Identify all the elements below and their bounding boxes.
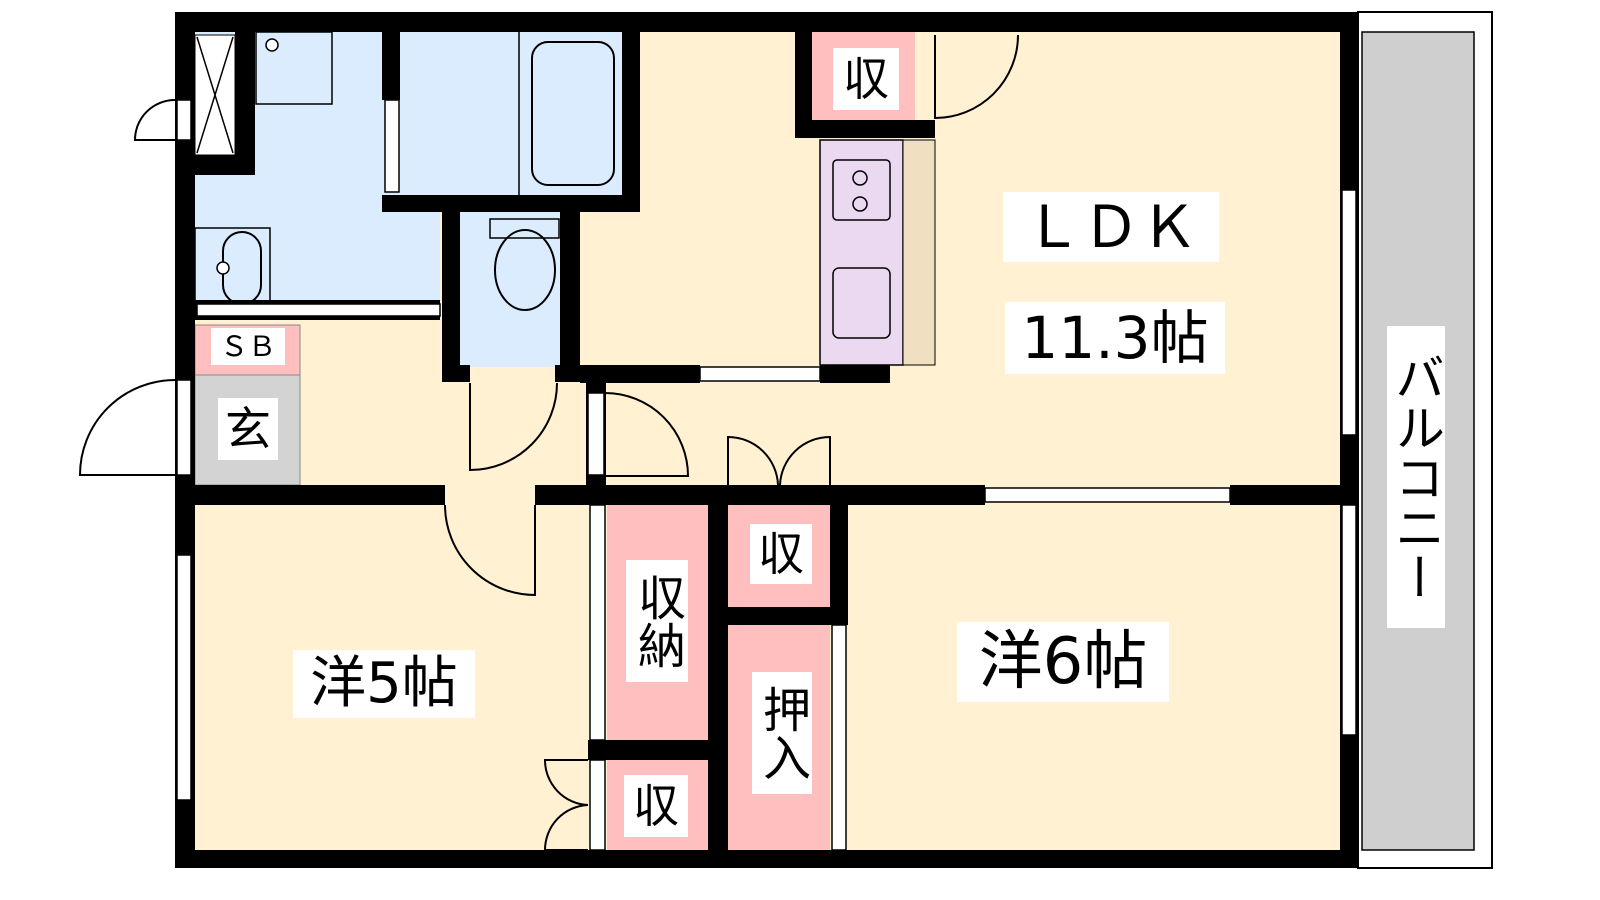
duct-cross-icon (196, 36, 234, 154)
burner-icon (852, 196, 868, 212)
room-size-ldk: 11.3帖 (1005, 302, 1225, 374)
shoe-box-label: ＳＢ (211, 328, 285, 365)
duct-box (194, 34, 236, 156)
storage-small-label: 収 (624, 775, 688, 837)
room-label-western-5: 洋5帖 (293, 650, 475, 718)
burner-icon (852, 170, 868, 186)
toilet-tank (489, 218, 560, 239)
drain-icon (265, 38, 279, 52)
oshiire-label: 押入 (752, 672, 812, 794)
entrance-label: 玄 (218, 398, 278, 460)
bathroom-floor (400, 32, 622, 195)
toilet-icon (494, 229, 556, 311)
kitchen-sink-icon (832, 267, 891, 339)
windows-and-sliders (176, 99, 1357, 851)
door-swings (78, 34, 1019, 851)
room-label-western-6: 洋6帖 (957, 622, 1169, 702)
kitchen-backsplash (902, 139, 936, 366)
closet-label: 収納 (626, 560, 688, 682)
faucet-icon (216, 261, 230, 275)
room-label-ldk: ＬＤＫ (1003, 192, 1219, 262)
bathtub-icon (531, 41, 615, 186)
balcony-label: バルコニー (1387, 326, 1445, 628)
storage-top-label: 収 (833, 48, 899, 110)
storage-mid-label: 収 (750, 524, 812, 584)
kitchen-counter (819, 139, 904, 366)
stove-icon (832, 159, 891, 221)
